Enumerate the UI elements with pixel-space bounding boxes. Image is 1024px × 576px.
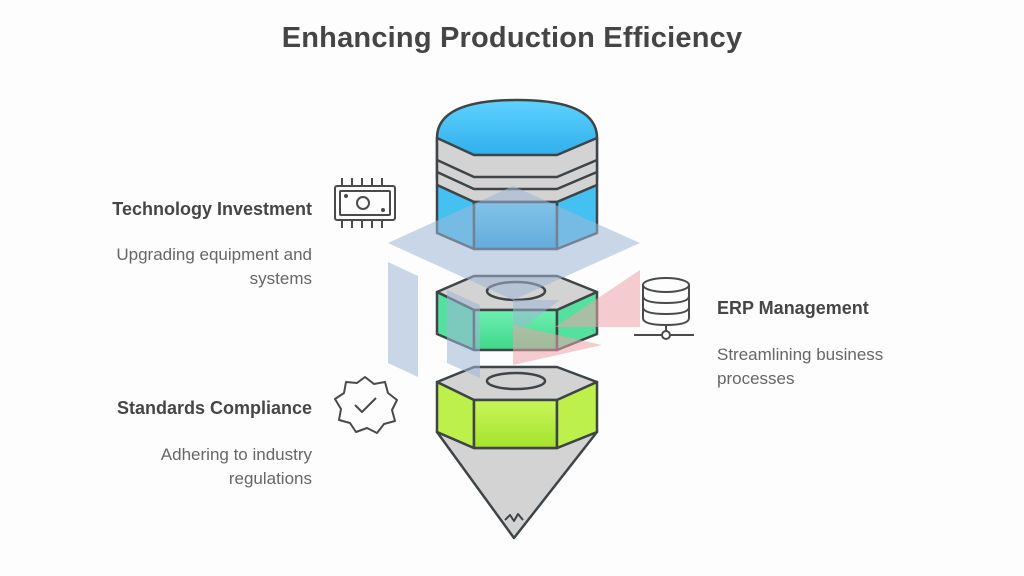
technology-investment-heading: Technology Investment [112,199,312,219]
lime-nut-front-face [472,398,559,450]
diagram-title: Enhancing Production Efficiency [281,22,743,54]
watermark-logo [388,186,640,378]
lime-nut-hole [485,371,547,391]
database-network-icon [634,277,694,340]
chip-icon [334,178,396,228]
description-line: Streamlining business [717,345,884,364]
erp-management-heading: ERP Management [717,298,869,318]
description-line: Adhering to industry [160,445,312,464]
lime-nut-right-face [555,380,599,450]
pencil-bottom-segment [435,365,599,540]
description-line: regulations [228,469,312,488]
badge-check-icon [334,376,398,434]
standards-compliance-description: Adhering to industry regulations [161,443,312,491]
standards-compliance-heading: Standards Compliance [116,398,312,418]
description-line: processes [717,369,795,388]
description-line: systems [249,269,312,288]
pencil-lead [504,513,524,522]
erp-management-description: Streamlining business processes [717,343,883,391]
technology-investment-description: Upgrading equipment and systems [116,243,312,291]
description-line: Upgrading equipment and [116,245,312,264]
